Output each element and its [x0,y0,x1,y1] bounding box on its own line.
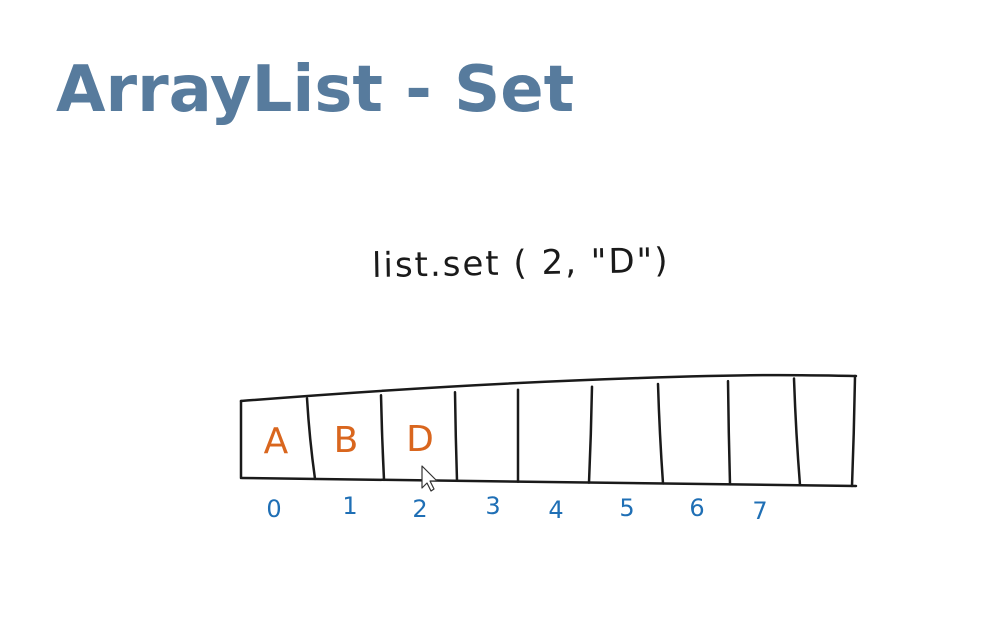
array-index-label: 7 [752,497,767,525]
array-indices: 0 1 2 3 4 5 6 7 [266,492,767,525]
mouse-cursor-icon [421,465,438,492]
array-index-label: 0 [266,495,281,523]
array-divider [850,374,857,488]
array-bottom-edge [240,476,858,488]
array-index-label: 5 [619,494,634,522]
array-divider [656,382,665,485]
array-divider [726,379,732,486]
array-top-edge [239,373,858,403]
array-index-label: 6 [689,494,704,522]
array-divider [587,385,594,484]
array-divider [453,391,459,483]
array-divider [305,397,317,481]
array-divider [379,394,386,482]
slide-title: ArrayList - Set [56,53,575,127]
array-outline [239,373,858,488]
array-divider [792,377,802,487]
array-cell-value: B [334,420,359,461]
array-cell-value: D [406,419,434,460]
array-cell-value: A [264,421,289,462]
array-index-label: 1 [342,492,357,520]
array-index-label: 4 [548,496,563,524]
array-index-label: 2 [412,495,427,523]
array-index-label: 3 [485,492,500,520]
